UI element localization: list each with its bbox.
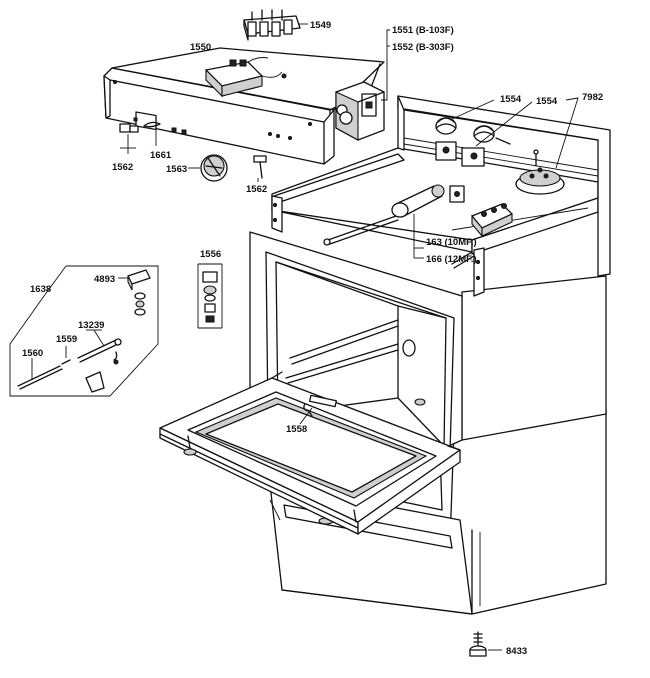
part-1563-knob: [188, 154, 228, 182]
callout-1554-right: 1554: [536, 96, 558, 107]
callout-13239: 13239: [78, 320, 104, 331]
callout-4893: 4893: [94, 274, 115, 285]
part-1558-rod: [303, 394, 337, 417]
callout-166: 166 (12MF.): [426, 254, 477, 265]
oven-door: [159, 371, 461, 535]
part-1562-screw-right: [253, 155, 267, 182]
part-8433-leveling-foot: [469, 631, 502, 657]
part-1549-terminal-block: [243, 9, 308, 41]
callout-1562-right: 1562: [246, 184, 267, 195]
part-163-166-capacitor: [391, 184, 445, 259]
leader-1558: [299, 407, 313, 425]
part-1551-1552-switch: [335, 29, 390, 141]
callout-1563: 1563: [166, 164, 187, 175]
cooktop-terminal-block: [449, 185, 513, 269]
part-1550-control-panel: [103, 47, 385, 165]
callout-1661: 1661: [150, 150, 172, 161]
callout-1550: 1550: [190, 42, 211, 53]
part-7982-thermostat: [515, 97, 579, 195]
callout-1549: 1549: [310, 20, 331, 31]
callout-1551: 1551 (B-103F): [392, 25, 454, 36]
callout-1560: 1560: [22, 348, 43, 359]
callout-1556: 1556: [200, 249, 221, 260]
callout-163: 163 (10MF.): [426, 237, 477, 248]
part-1554-switch-right: [461, 101, 533, 167]
callout-1552: 1552 (B-303F): [392, 42, 454, 53]
part-1556-stack: [197, 263, 223, 329]
cooktop-rod: [323, 215, 399, 246]
part-1554-switch-left: [435, 99, 495, 161]
part-1562-screw-left: [119, 123, 139, 154]
callout-1562-left: 1562: [112, 162, 133, 173]
part-1661-clip: [143, 121, 161, 146]
part-1638-latch-kit: [9, 265, 159, 397]
callout-7982: 7982: [582, 92, 603, 103]
callout-1558: 1558: [286, 424, 307, 435]
callout-1638: 1638: [30, 284, 51, 295]
callout-1559: 1559: [56, 334, 77, 345]
callout-8433: 8433: [506, 646, 527, 657]
callout-1554-left: 1554: [500, 94, 522, 105]
